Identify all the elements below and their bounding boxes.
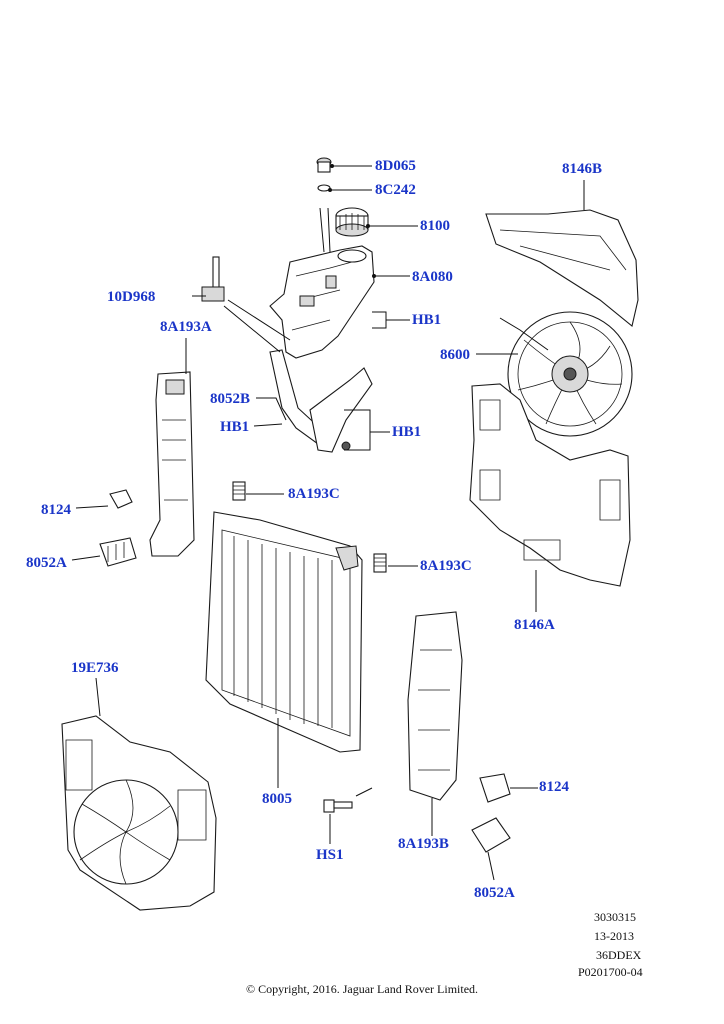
callout-10d968[interactable]: 10D968 — [107, 289, 156, 305]
fan-shroud-19e736[interactable] — [61, 715, 217, 911]
callout-19e736[interactable]: 19E736 — [71, 660, 119, 676]
callout-8a193b[interactable]: 8A193B — [398, 836, 449, 852]
callout-8a193c-top[interactable]: 8A193C — [288, 486, 340, 502]
callout-8c242[interactable]: 8C242 — [375, 182, 416, 198]
callout-8052b[interactable]: 8052B — [210, 391, 251, 407]
level-sensor-10d968[interactable] — [192, 256, 225, 302]
callout-8a193a[interactable]: 8A193A — [160, 319, 212, 335]
tank-cap-8d065[interactable] — [316, 157, 332, 173]
cooling-fan-8600[interactable] — [499, 311, 633, 437]
rubber-mount-8124-right[interactable] — [479, 773, 511, 803]
callout-hb1-top[interactable]: HB1 — [412, 312, 442, 328]
callout-8a080[interactable]: 8A080 — [412, 269, 453, 285]
callout-8124-left[interactable]: 8124 — [41, 502, 71, 518]
bolt-hs1[interactable] — [323, 787, 373, 813]
callout-hs1[interactable]: HS1 — [316, 847, 344, 863]
callout-hb1-left[interactable]: HB1 — [220, 419, 250, 435]
radiator-8005[interactable] — [205, 511, 363, 753]
callout-hb1-right[interactable]: HB1 — [392, 424, 422, 440]
insulator-8a193c-mid[interactable] — [373, 553, 387, 573]
reference-line-4: P0201700-04 — [578, 965, 643, 979]
rubber-mount-8124-left[interactable] — [109, 489, 133, 509]
callout-8146b[interactable]: 8146B — [562, 161, 603, 177]
fan-shroud-8146a[interactable] — [469, 383, 631, 587]
callout-8005[interactable]: 8005 — [262, 791, 292, 807]
callout-8d065[interactable]: 8D065 — [375, 158, 416, 174]
expansion-tank-8a080[interactable] — [269, 245, 375, 359]
callout-8a193c-mid[interactable]: 8A193C — [420, 558, 472, 574]
side-bracket-8a193b[interactable] — [407, 611, 463, 801]
callout-8052a-right[interactable]: 8052A — [474, 885, 515, 901]
reference-line-3: 36DDEX — [596, 948, 642, 962]
insulator-8a193c-top[interactable] — [232, 481, 246, 501]
callout-8100[interactable]: 8100 — [420, 218, 450, 234]
reference-line-2: 13-2013 — [594, 929, 634, 943]
fan-cowl-upper-8146b[interactable] — [485, 209, 639, 327]
filler-cap-8100[interactable] — [335, 207, 369, 237]
callout-8600[interactable]: 8600 — [440, 347, 470, 363]
reference-line-1: 3030315 — [594, 910, 636, 924]
mount-8052a-right[interactable] — [471, 817, 511, 853]
callout-8052a-left[interactable]: 8052A — [26, 555, 67, 571]
callout-8146a[interactable]: 8146A — [514, 617, 555, 633]
mount-8052a-left[interactable] — [99, 537, 137, 567]
side-bracket-8a193a[interactable] — [149, 371, 195, 557]
callout-8124-right[interactable]: 8124 — [539, 779, 569, 795]
leader-lines — [71, 164, 585, 881]
bracket-8052b[interactable] — [269, 349, 373, 453]
copyright-notice: © Copyright, 2016. Jaguar Land Rover Lim… — [245, 982, 479, 996]
